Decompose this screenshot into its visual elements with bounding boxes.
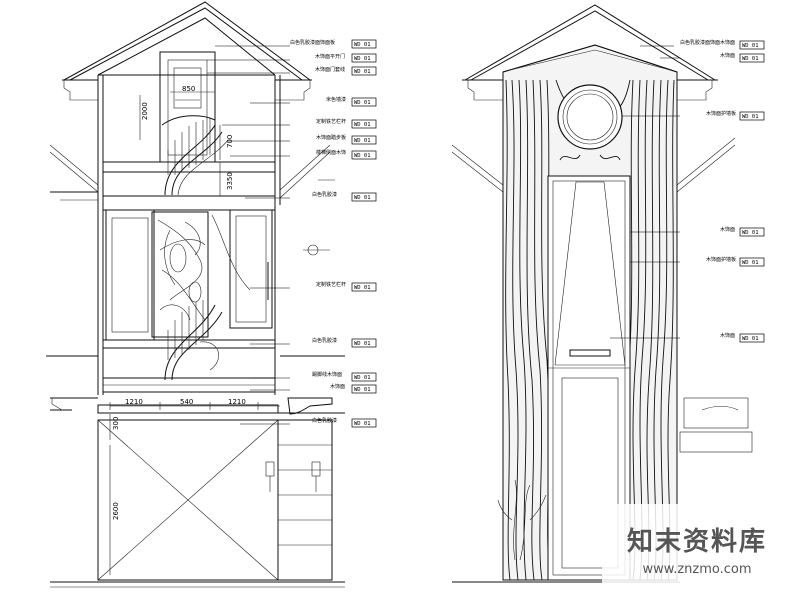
material-tag: WD 01: [354, 341, 371, 347]
note-label: 白色乳胶漆面饰面板: [290, 39, 335, 46]
note-label: 定制铁艺栏杆: [316, 281, 346, 288]
material-tag: WD 01: [354, 195, 371, 201]
dim-1210-left: 1210: [125, 398, 143, 406]
note-label: 木饰面: [330, 383, 345, 390]
note-label: 白色乳胶漆: [312, 417, 337, 424]
note-label: 楼梯侧面木饰: [316, 149, 346, 156]
note-label: 木饰面: [720, 226, 735, 233]
material-tag: WD 01: [354, 138, 371, 144]
left-elevation: 2000 850 700 3350 1210 540 1210 300 2600: [46, 1, 345, 588]
material-tag: WD 01: [354, 387, 371, 393]
annotation-leaders: [207, 45, 680, 425]
note-label: 木饰面: [720, 332, 735, 339]
dim-300: 300: [112, 417, 120, 430]
note-label: 木饰面平开门: [315, 53, 345, 60]
material-tag: WD 01: [354, 100, 371, 106]
dim-3350: 3350: [226, 172, 234, 190]
material-tag: WD 01: [354, 122, 371, 128]
note-label: 木饰面门套线: [315, 66, 345, 73]
note-label: 踢脚线木饰面: [312, 371, 342, 378]
material-tag: WD 01: [742, 114, 759, 120]
dim-2000: 2000: [141, 102, 149, 120]
material-tag: WD 01: [354, 421, 371, 427]
material-tag: WD 01: [742, 56, 759, 62]
watermark-name: 知末资料库: [626, 527, 767, 557]
left-annotations: 白色乳胶漆面饰面板 WD 01 木饰面平开门 WD 01 木饰面门套线 WD 0…: [290, 39, 377, 428]
material-tag: WD 01: [354, 69, 371, 75]
right-annotations: 白色乳胶漆面饰面木饰面 WD 01 木饰面 WD 01 木饰面护墙板 WD 01…: [680, 39, 765, 343]
watermark-url: www.znzmo.com: [642, 562, 752, 577]
dim-2600: 2600: [112, 502, 120, 520]
note-label: 木饰面踏步板: [316, 134, 346, 141]
watermark: 知末资料库 www.znzmo.com: [602, 504, 792, 594]
plant-decor: [497, 479, 547, 561]
material-tag: WD 01: [354, 42, 371, 48]
dim-850: 850: [182, 85, 195, 93]
material-tag: WD 01: [354, 153, 371, 159]
note-label: 米色墙漆: [326, 96, 346, 103]
note-label: 木饰面护墙板: [706, 256, 736, 263]
note-label: 白色乳胶漆: [312, 337, 337, 344]
material-tag: WD 01: [742, 260, 759, 266]
dim-1210-right: 1210: [228, 398, 246, 406]
note-label: 定制铁艺栏杆: [316, 118, 346, 125]
material-tag: WD 01: [354, 285, 371, 291]
note-label: 白色乳胶漆: [312, 191, 337, 198]
material-tag: WD 01: [354, 375, 371, 381]
note-label: 木饰面: [720, 52, 735, 59]
note-label: 白色乳胶漆面饰面木饰面: [680, 39, 735, 46]
note-label: 木饰面护墙板: [706, 110, 736, 117]
material-tag: WD 01: [354, 56, 371, 62]
material-tag: WD 01: [742, 230, 759, 236]
dim-540: 540: [180, 398, 193, 406]
dim-700: 700: [226, 135, 234, 148]
material-tag: WD 01: [742, 336, 759, 342]
material-tag: WD 01: [742, 43, 759, 49]
marble-veining: [505, 79, 675, 580]
right-elevation: [451, 4, 753, 583]
